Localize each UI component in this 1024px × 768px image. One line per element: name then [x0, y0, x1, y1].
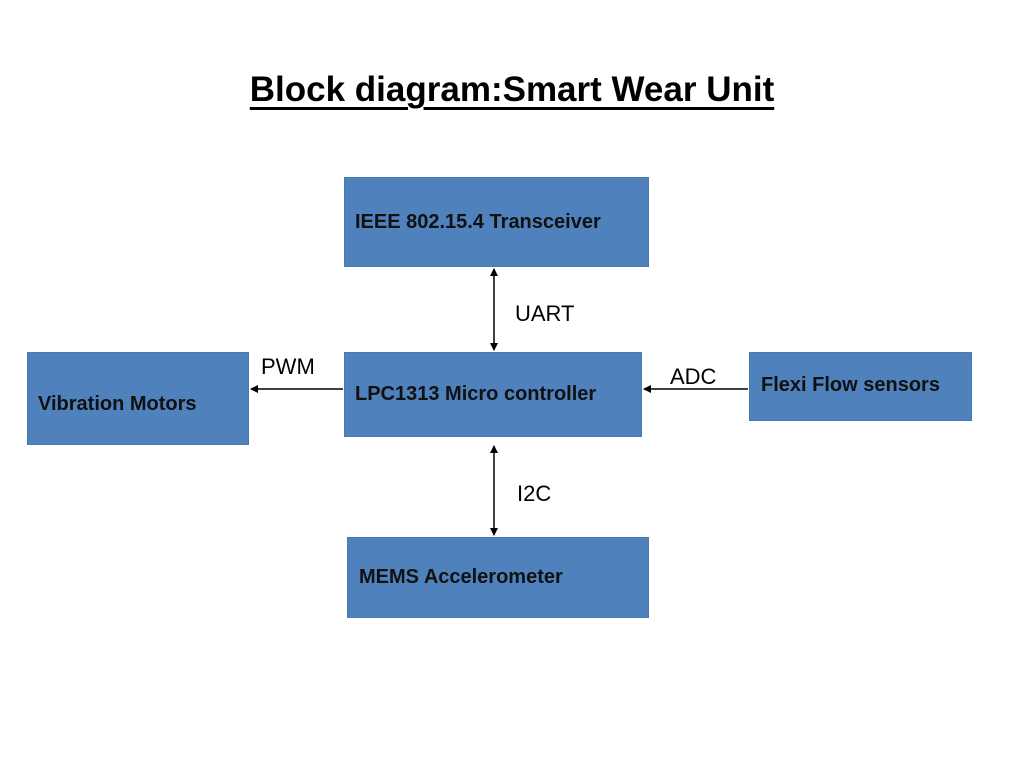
- mems-accelerometer-block: MEMS Accelerometer: [347, 537, 649, 618]
- flexi-flow-sensors-label: Flexi Flow sensors: [761, 374, 940, 396]
- adc-label: ADC: [670, 364, 717, 389]
- pwm-label: PWM: [261, 354, 315, 379]
- flexi-flow-sensors-block: Flexi Flow sensors: [749, 352, 972, 421]
- diagram-title: Block diagram:Smart Wear Unit: [249, 70, 775, 109]
- vibration-motors-block: Vibration Motors: [27, 352, 249, 445]
- mems-accelerometer-label: MEMS Accelerometer: [359, 566, 563, 588]
- i2c-label: I2C: [517, 481, 552, 506]
- microcontroller-label: LPC1313 Micro controller: [355, 383, 597, 405]
- uart-label: UART: [515, 301, 575, 326]
- microcontroller-block: LPC1313 Micro controller: [344, 352, 642, 437]
- transceiver-block: IEEE 802.15.4 Transceiver: [344, 177, 649, 267]
- vibration-motors-label: Vibration Motors: [38, 393, 197, 415]
- transceiver-label: IEEE 802.15.4 Transceiver: [355, 210, 601, 233]
